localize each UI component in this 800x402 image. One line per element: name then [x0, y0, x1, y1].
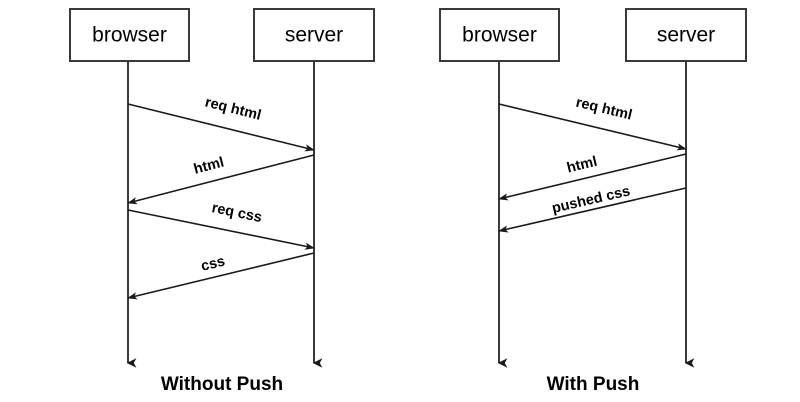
participant-browser: browser: [439, 8, 560, 368]
participant-label-server: server: [657, 24, 715, 47]
diagram-without-push: browser server req html html req css cssWitho…: [69, 8, 375, 395]
message-arrow: [127, 154, 315, 205]
message-label: css: [199, 254, 226, 275]
message-arrow: [127, 252, 315, 300]
participant-box-browser[interactable]: [69, 8, 190, 62]
message-req-html: req html: [127, 94, 315, 152]
participant-server: server: [253, 8, 375, 368]
participant-server: server: [625, 8, 747, 368]
message-label: req html: [203, 94, 262, 123]
message-label: req html: [574, 95, 633, 124]
message-html: html: [498, 153, 687, 201]
message-css: css: [127, 252, 315, 300]
diagram-caption-without-push: Without Push: [161, 374, 283, 395]
message-label: pushed css: [550, 183, 631, 217]
message-arrow: [498, 103, 687, 151]
message-arrow: [127, 103, 315, 152]
message-arrow: [127, 209, 315, 250]
participant-box-server[interactable]: [253, 8, 375, 62]
participant-label-server: server: [285, 24, 343, 47]
message-pushed-css: pushed css: [498, 183, 687, 233]
diagram-with-push: browser server req html html pushed cssWith …: [439, 8, 747, 395]
message-req-css: req css: [127, 200, 315, 250]
participant-box-browser[interactable]: [439, 8, 560, 62]
message-label: req css: [210, 200, 263, 226]
diagram-caption-with-push: With Push: [547, 374, 640, 395]
message-label: html: [192, 155, 226, 178]
participant-browser: browser: [69, 8, 190, 368]
message-html: html: [127, 154, 315, 205]
message-label: html: [565, 154, 598, 177]
participant-box-server[interactable]: [625, 8, 747, 62]
participant-label-browser: browser: [92, 24, 167, 47]
participant-label-browser: browser: [462, 24, 537, 47]
message-arrow: [498, 153, 687, 201]
message-req-html: req html: [498, 95, 687, 151]
message-arrow: [498, 187, 687, 233]
